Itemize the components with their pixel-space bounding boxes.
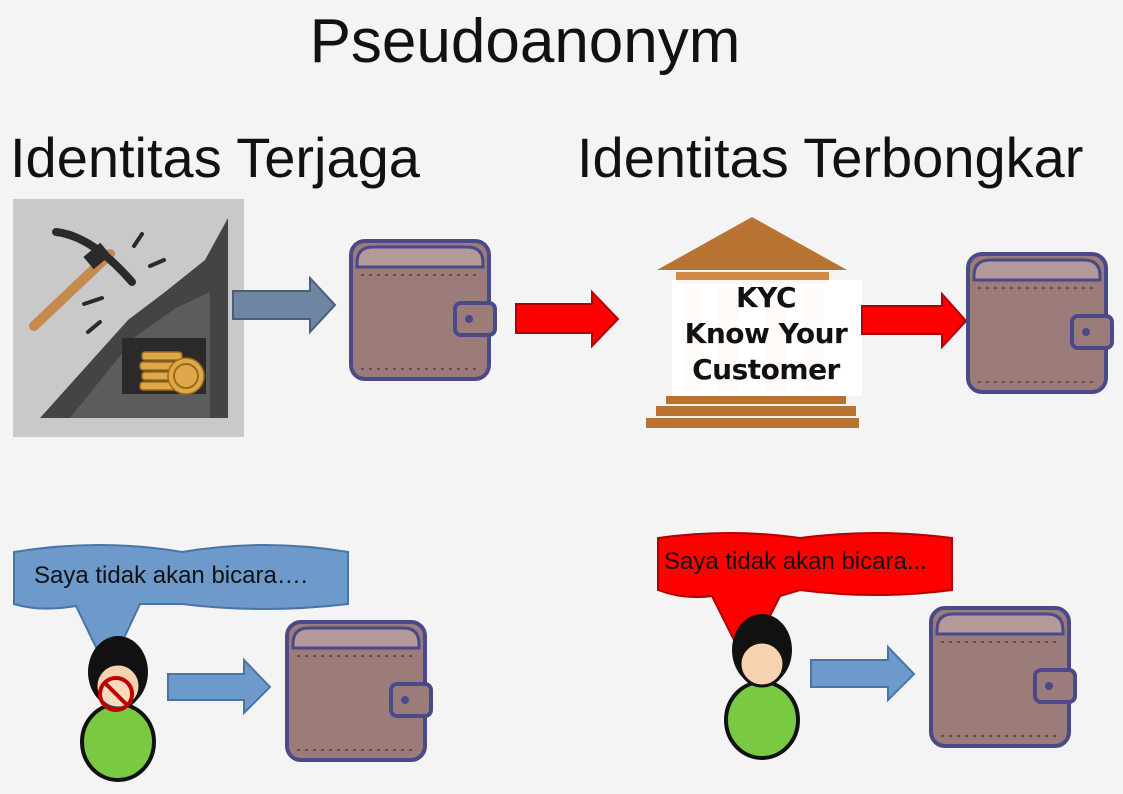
mining-icon — [13, 199, 244, 437]
arrow-red — [861, 291, 968, 350]
wallet-icon — [285, 620, 433, 762]
person-icon — [724, 612, 800, 760]
arrow-slate — [232, 275, 337, 335]
no-speak-icon — [98, 676, 134, 712]
arrow-blue — [167, 657, 272, 716]
arrow-blue — [810, 644, 916, 703]
speech-bubble-right — [657, 532, 953, 667]
wallet-icon — [929, 606, 1077, 748]
arrow-red — [515, 289, 620, 349]
page-title: Pseudoanonym — [309, 7, 741, 76]
wallet-icon — [349, 239, 497, 381]
bubble-text-right: Saya tidak akan bicara... — [664, 548, 927, 575]
right-heading: Identitas Terbongkar — [577, 126, 1084, 189]
kyc-line-1: KYC — [735, 281, 797, 314]
kyc-line-3: Customer — [692, 353, 840, 386]
kyc-label: KYC Know Your Customer — [672, 280, 860, 396]
kyc-line-2: Know Your — [684, 317, 848, 350]
speech-bubble-left — [13, 544, 349, 675]
left-heading: Identitas Terjaga — [10, 126, 420, 189]
wallet-icon — [966, 252, 1114, 394]
bank-icon — [646, 217, 862, 428]
bubble-text-left: Saya tidak akan bicara…. — [34, 562, 308, 589]
